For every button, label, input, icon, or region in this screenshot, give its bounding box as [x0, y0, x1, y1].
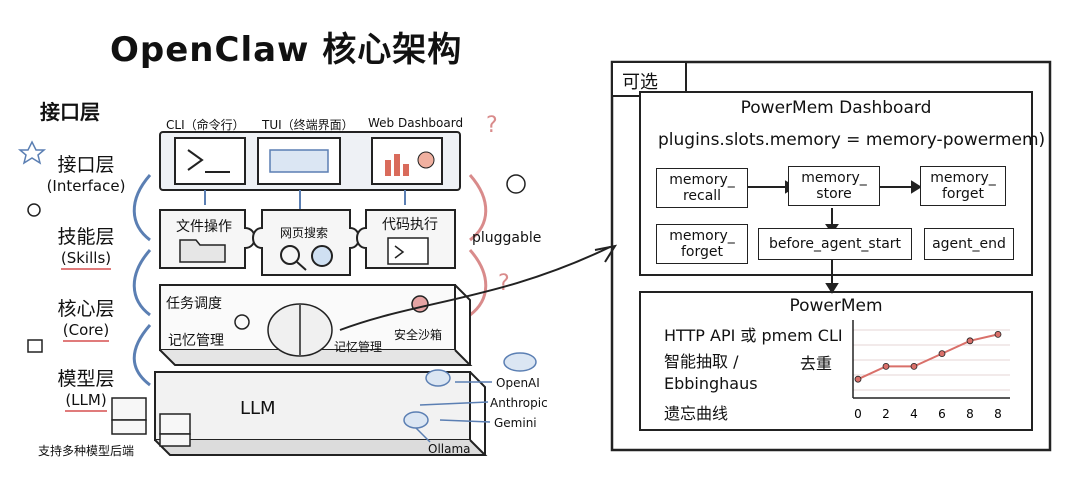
powermem-title: PowerMem: [789, 296, 883, 316]
core-memory-left-label: 记忆管理: [168, 333, 224, 349]
layer-label-interface: 接口层 (Interface): [40, 150, 132, 195]
hook-memory-forget: memory_ forget: [920, 166, 1006, 206]
web-dashboard-icon: [385, 151, 435, 176]
layer-name: 核心层: [57, 298, 115, 320]
interface-cli-label: CLI（命令行）: [166, 118, 245, 132]
lock-icon: [411, 295, 429, 313]
skill-search-label: 网页搜索: [280, 226, 329, 240]
provider-openai: OpenAI: [496, 376, 540, 390]
powermem-feature-ebbinghaus: Ebbinghaus: [664, 374, 758, 393]
server-icon: [111, 397, 191, 447]
config-line: plugins.slots.memory = memory-powermem): [658, 130, 1046, 150]
optional-tab: [611, 61, 687, 97]
skill-file-label: 文件操作: [176, 219, 232, 235]
heading-interface: 接口层: [40, 100, 100, 124]
layer-name: 模型层: [57, 368, 115, 390]
gear-icon: [234, 314, 250, 330]
chart-point: [910, 362, 918, 370]
chart-series-line: [857, 333, 999, 381]
chart-point: [882, 362, 890, 370]
flow-arrows-right: [468, 174, 488, 317]
core-security-label: 安全沙箱: [394, 328, 443, 342]
layer-label-skills: 技能层 (Skills): [40, 222, 132, 270]
powermem-box: [639, 291, 1033, 431]
optional-tab-label: 可选: [622, 72, 658, 93]
forgetting-chart: 0 2 4 6 8 8: [852, 320, 1010, 421]
layer-label-llm: 模型层 (LLM): [40, 364, 132, 412]
chart-point: [938, 350, 946, 358]
page-title: OpenClaw 核心架构: [110, 30, 463, 70]
tui-icon: [269, 149, 329, 173]
star-icon: [17, 140, 47, 165]
chart-tick-label: 6: [938, 407, 946, 421]
flow-arrows-left: [132, 174, 152, 387]
hook-agent-end: agent_end: [924, 228, 1014, 260]
hook-memory-forget-2: memory_ forget: [656, 224, 748, 264]
thumbs-up-icon: [27, 339, 43, 353]
llm-backends-label: 支持多种模型后端: [38, 444, 135, 458]
brain-icon: [267, 303, 333, 357]
layer-label-core: 核心层 (Core): [40, 294, 132, 342]
hook-arrows: [748, 180, 922, 294]
interface-tui-label: TUI（终端界面）: [262, 118, 354, 132]
chart-tick-label: 8: [994, 407, 1002, 421]
optional-panel-frame: [610, 60, 1052, 452]
cli-icon: [187, 149, 230, 173]
connector-arrows: [204, 190, 406, 210]
svg-text:?: ?: [486, 113, 498, 138]
chart-tick-label: 8: [966, 407, 974, 421]
question-mark-icon: ??: [486, 113, 510, 296]
layer-sub: (LLM): [65, 391, 107, 412]
powermem-feature-extract: 智能抽取 /: [664, 352, 739, 371]
hook-memory-recall: memory_ recall: [656, 168, 748, 208]
layer-sub: (Interface): [46, 177, 126, 195]
llm-layer: [154, 371, 488, 456]
gear-doodle-icon: [27, 203, 41, 217]
dashboard-title: PowerMem Dashboard: [740, 98, 932, 118]
chart-tick-label: 0: [854, 407, 862, 421]
chart-tick-label: 2: [882, 407, 890, 421]
provider-gemini: Gemini: [494, 416, 537, 430]
chart-tick-label: 4: [910, 407, 918, 421]
folder-icon: [179, 239, 226, 263]
lightbulb-icon: [506, 174, 526, 194]
powermem-feature-dedup: 去重: [800, 354, 833, 373]
link-line: [339, 246, 611, 331]
provider-anthropic: Anthropic: [490, 396, 548, 410]
hook-memory-store: memory_ store: [788, 166, 880, 206]
layer-sub: (Skills): [60, 249, 112, 270]
chart-point: [854, 375, 862, 383]
magnifier-globe-icon: [280, 245, 333, 271]
cloud-icon: [403, 352, 537, 429]
powermem-feature-forgetting: 遗忘曲线: [664, 404, 729, 423]
powermem-api: HTTP API 或 pmem CLI: [664, 326, 843, 345]
chart-point: [966, 337, 974, 345]
interface-web-label: Web Dashboard: [368, 116, 464, 130]
layer-name: 技能层: [57, 226, 115, 248]
core-task-label: 任务调度: [166, 296, 222, 312]
svg-text:?: ?: [498, 271, 510, 296]
core-memory-right-label: 记忆管理: [334, 340, 383, 354]
provider-ollama: Ollama: [428, 442, 471, 456]
layer-name: 接口层: [57, 154, 115, 176]
layer-sub: (Core): [62, 321, 110, 342]
code-window-icon: [387, 237, 429, 265]
link-arrowhead: [594, 244, 618, 263]
provider-arrows: [415, 381, 492, 443]
hook-before-agent-start: before_agent_start: [758, 228, 912, 260]
chart-point: [994, 330, 1002, 338]
skill-code-label: 代码执行: [382, 217, 438, 233]
pluggable-label: pluggable: [472, 230, 542, 246]
llm-label: LLM: [240, 398, 276, 419]
